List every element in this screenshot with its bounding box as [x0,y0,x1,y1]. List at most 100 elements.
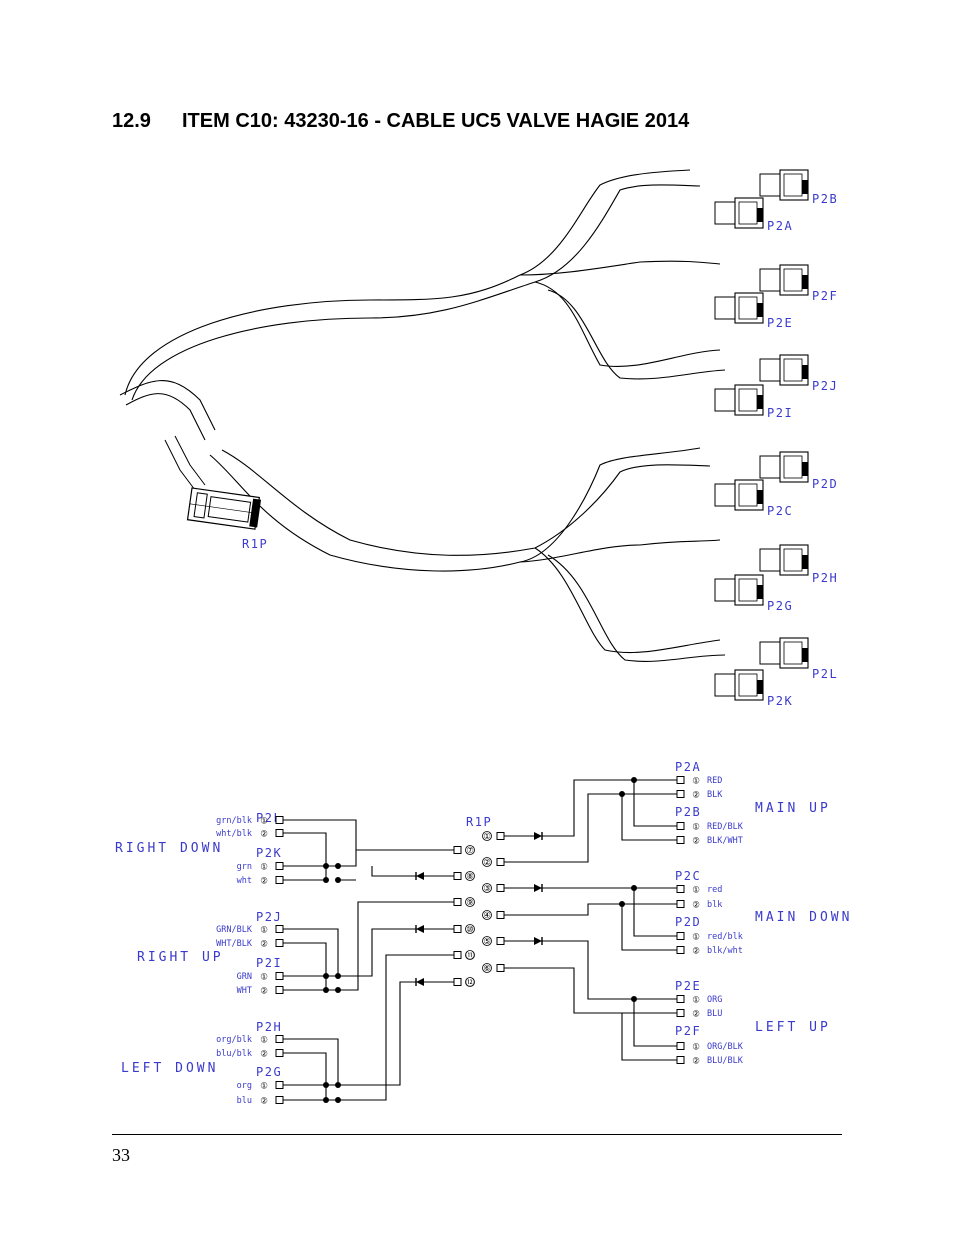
plug-latch [802,555,808,569]
wire-color-label: grn/blk [216,816,252,826]
group-label: LEFT DOWN [121,1061,218,1076]
plug-boot [759,548,781,572]
pin-number: ① [692,996,700,1006]
wire [633,780,677,827]
main-plug-label: R1P [242,537,268,551]
connector-plug [759,451,809,483]
r1p-pin-circle [465,871,475,881]
plug-latch [757,680,763,694]
plug-boot [759,173,781,197]
group-label: MAIN DOWN [755,910,852,925]
r1p-terminal [453,978,462,986]
pin-terminal [275,829,284,837]
plug-latch [757,585,763,599]
pin-terminal [676,1009,685,1017]
r1p-pin-number: ⑧ [466,872,474,882]
wire-color-label: grn [237,862,252,872]
plug-latch [802,365,808,379]
pin-number: ① [692,933,700,943]
connector-label: P2D [675,915,701,929]
junction-dot [323,1097,329,1103]
plug-boot [714,578,736,602]
pin-number: ② [692,791,700,801]
connector-plug [759,264,809,296]
connector-label: P2A [675,760,701,774]
connector-label: P2F [812,289,838,303]
group-label: RIGHT DOWN [115,841,223,856]
connector-label: P2B [675,805,701,819]
r1p-label: R1P [466,815,492,829]
pin-terminal [275,1049,284,1057]
wire [338,981,454,1086]
r1p-pin-number: ⑩ [466,925,474,935]
wire [621,1013,677,1061]
diode-body [416,925,424,933]
r1p-pin-circle [482,831,492,841]
r1p-pin-number: ⑪ [466,951,475,961]
pin-number: ① [692,823,700,833]
r1p-pin-circle [465,950,475,960]
harness-cable [534,184,701,283]
plug-latch [757,490,763,504]
connector-label: P2A [767,219,793,233]
page-number: 33 [112,1145,130,1165]
r1p-pin-number: ⑥ [483,964,491,974]
wire-color-label: BLK [707,790,723,800]
harness-cable [519,539,721,563]
plug-boot [759,455,781,479]
connector-label: P2D [812,477,838,491]
plug-face [738,673,758,697]
footer-rule [112,1134,842,1135]
wire [633,888,677,937]
connector-label: P2B [812,192,838,206]
wire-color-label: ORG [707,995,722,1005]
harness-cable [547,554,726,662]
junction-dot [323,877,329,883]
wire [504,967,677,1014]
pin-terminal [275,972,284,980]
r1p-pin-circle [465,977,475,987]
wire-color-label: BLU [707,1009,722,1019]
wire-color-label: wht/blk [216,829,252,839]
plug-boot [759,268,781,292]
wire-color-label: wht [237,876,252,886]
wire [326,901,454,991]
connector-label: P2J [812,379,838,393]
pin-terminal [676,1042,685,1050]
r1p-pin-circle [482,910,492,920]
r1p-pin-number: ⑫ [466,978,475,988]
plug-boot [759,358,781,382]
connector-plug [714,669,764,701]
harness-cable [534,464,711,549]
pin-number: ② [260,940,268,950]
pin-number: ① [692,777,700,787]
plug-face [783,548,803,572]
wire [633,999,677,1047]
plug-face [738,388,758,412]
r1p-terminal [496,884,505,892]
wire-color-label: RED/BLK [707,822,744,832]
junction-dot [335,1082,341,1088]
harness-cable [547,289,726,380]
plug-boot [714,673,736,697]
plug-face [783,641,803,665]
plug-boot [759,641,781,665]
diode-body [416,872,424,880]
pin-number: ① [692,1043,700,1053]
plug-face [738,201,758,225]
r1p-pin-number: ② [483,858,491,868]
group-label: MAIN UP [755,801,831,816]
harness-cable [209,454,521,572]
connector-plug [714,479,764,511]
connector-label: P2G [256,1065,282,1079]
connector-label: P2H [812,571,838,585]
junction-dot [323,1082,329,1088]
pin-number: ① [260,1082,268,1092]
connector-plug [714,197,764,229]
pin-number: ② [260,987,268,997]
plug-latch [802,648,808,662]
junction-dot [631,996,637,1002]
harness-cable [519,260,721,276]
connector-label: P2E [675,979,701,993]
